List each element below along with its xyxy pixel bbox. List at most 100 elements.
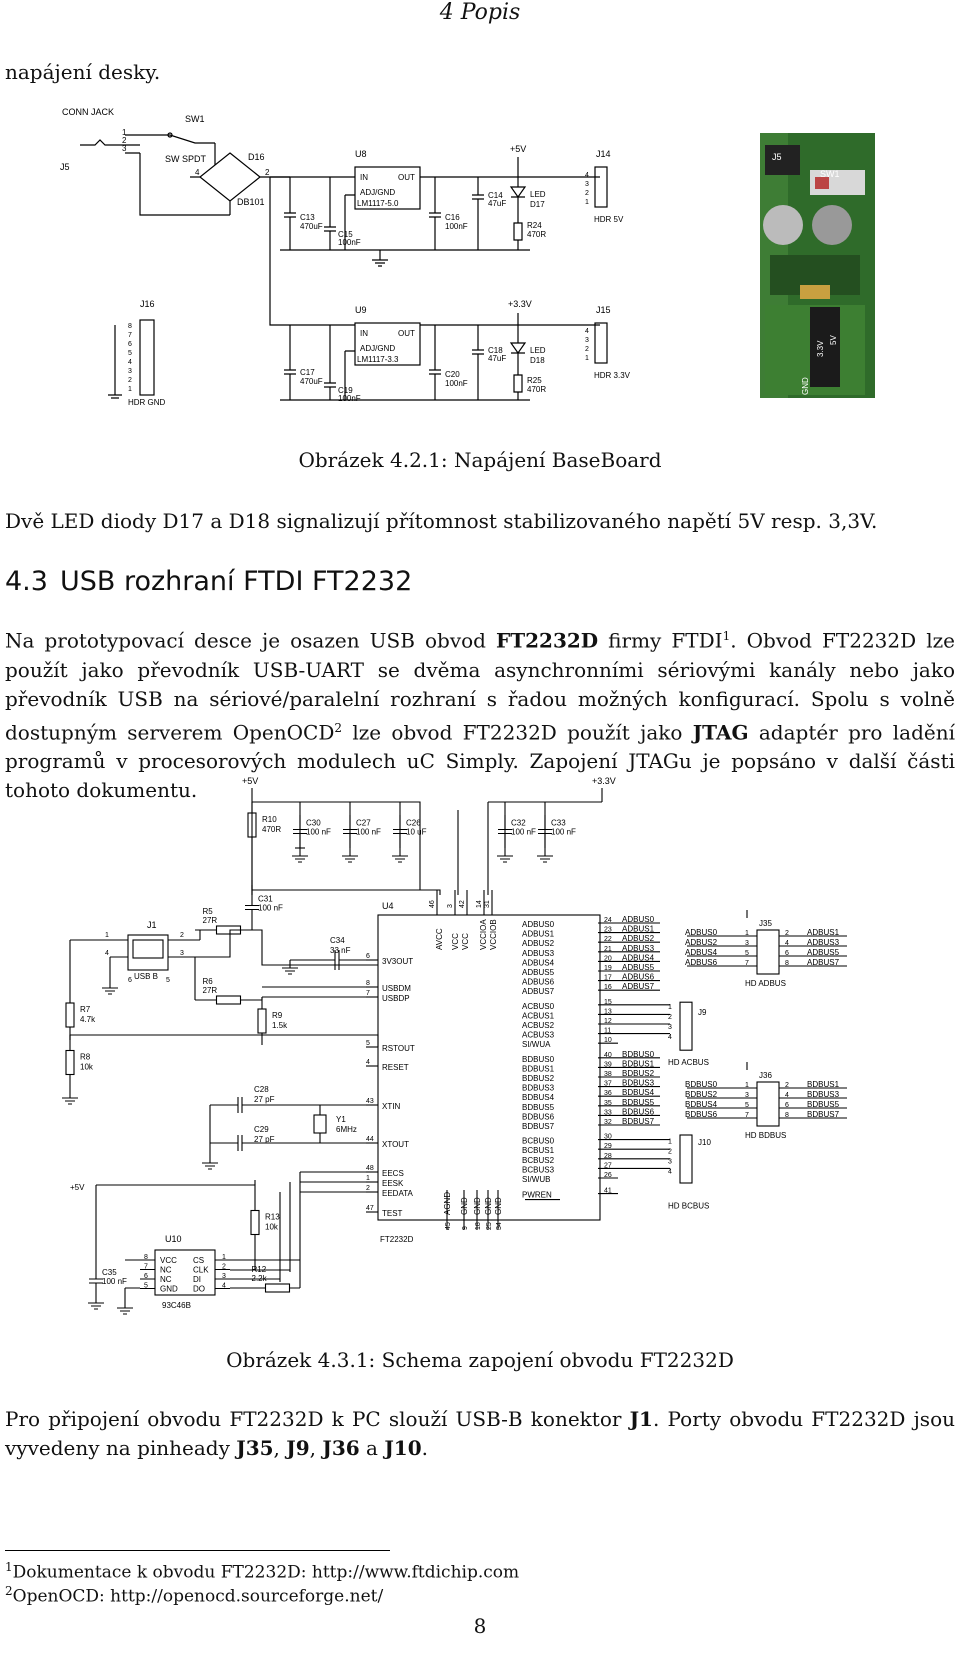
svg-text:C14: C14 xyxy=(488,191,503,200)
c34-value: 33 nF xyxy=(330,946,351,955)
c28-label: C28 xyxy=(254,1085,269,1094)
r10 xyxy=(247,812,257,838)
connector-paragraph: Pro připojení obvodu FT2232D k PC slouží… xyxy=(5,1407,955,1460)
c30-value: 100 nF xyxy=(306,828,331,837)
ft2232-paragraph: Na prototypovací desce je osazen USB obv… xyxy=(5,628,956,803)
u4-left-pin-num: 6 xyxy=(366,953,370,960)
j35-right-net: ADBUS5 xyxy=(807,948,840,957)
led-description: Dvě LED diody D17 a D18 signalizují přít… xyxy=(5,509,878,533)
j35-left-net: ADBUS2 xyxy=(685,938,718,947)
u4-right-pin-num: 39 xyxy=(604,1061,612,1068)
u4-right-pin-name: ACBUS3 xyxy=(522,1031,555,1040)
c26-label: C26 xyxy=(406,819,421,828)
svg-text:47uF: 47uF xyxy=(488,199,506,208)
svg-text:C20: C20 xyxy=(445,370,460,379)
c30-label: C30 xyxy=(306,819,321,828)
agnd-label: AGND xyxy=(443,1192,452,1215)
u4-top-pin: 14 xyxy=(476,900,483,908)
j36-right-pin: 4 xyxy=(785,1092,789,1099)
svg-text:5V: 5V xyxy=(829,335,838,345)
r7 xyxy=(65,1002,75,1028)
u4-left-pin-num: 43 xyxy=(366,1098,374,1105)
j9-pin: 1 xyxy=(668,1004,672,1011)
r7-value: 4.7k xyxy=(80,1015,96,1024)
r8-label: R8 xyxy=(80,1053,91,1062)
baseboard-photo: J5 SW1 GND 3.3V 5V xyxy=(760,133,875,398)
r12 xyxy=(264,1283,291,1293)
c31-value: 100 nF xyxy=(258,904,283,913)
u4-right-pin-num: 32 xyxy=(604,1119,612,1126)
u4-right-pin-num: 24 xyxy=(604,917,612,924)
u4-right-pin-num: 36 xyxy=(604,1090,612,1097)
vcc-label: VCC xyxy=(461,933,470,950)
svg-text:HDR 3.3V: HDR 3.3V xyxy=(594,371,631,380)
u4-left-pin-num: 4 xyxy=(366,1059,370,1066)
plus33v-label: +3.3V xyxy=(592,776,616,786)
caps-3v3: C17 470uF C19 100nF C20 100nF C18 47uF xyxy=(280,325,530,403)
footnote-ref-2[interactable]: 2 xyxy=(334,720,343,735)
svg-text:2: 2 xyxy=(265,168,270,177)
u4-right-pin-name: ACBUS2 xyxy=(522,1021,555,1030)
u4-left-pin-name: 3V3OUT xyxy=(382,957,413,966)
u4-net-label: ADBUS1 xyxy=(622,925,655,934)
r5-value: 27R xyxy=(203,916,218,925)
svg-text:C15: C15 xyxy=(338,230,353,239)
j35-label: J35 xyxy=(759,919,772,928)
u4-right-pin-name: BDBUS1 xyxy=(522,1064,555,1073)
svg-text:+5V: +5V xyxy=(510,144,526,154)
j10-pin: 2 xyxy=(668,1149,672,1156)
svg-text:1: 1 xyxy=(585,355,589,362)
u4-net-label: BDBUS1 xyxy=(622,1059,655,1068)
u9-regulator: U9 IN OUT ADJ/GND LM1117-3.3 xyxy=(344,305,421,400)
r5-label: R5 xyxy=(203,907,214,916)
avcc-label: AVCC xyxy=(435,928,444,950)
u10-right-pin: 1 xyxy=(222,1254,226,1261)
u4-label: U4 xyxy=(382,901,394,911)
u4-net-label: ADBUS7 xyxy=(622,982,655,991)
j35-left-pin: 1 xyxy=(745,930,749,937)
u4-net-label: ADBUS2 xyxy=(622,934,655,943)
j1-pin: 5 xyxy=(166,977,170,984)
u10-left-name: GND xyxy=(160,1285,178,1294)
footnote-1: 1Dokumentace k obvodu FT2232D: http://ww… xyxy=(5,1560,520,1583)
svg-text:+3.3V: +3.3V xyxy=(508,299,532,309)
u4-right-pin-name: PWREN xyxy=(522,1191,552,1200)
y1-crystal xyxy=(313,1114,327,1134)
conn-jack: CONN JACK J5 1 2 3 xyxy=(60,107,140,172)
j9-header xyxy=(679,1001,693,1051)
u4-right-pin-num: 11 xyxy=(604,1028,611,1035)
u4-right-pin-num: 38 xyxy=(604,1071,612,1078)
j1-pin: 6 xyxy=(128,977,132,984)
svg-text:DB101: DB101 xyxy=(237,197,265,207)
u4-right-pin-name: SI/WUB xyxy=(522,1175,550,1184)
r6-label: R6 xyxy=(203,977,214,986)
j35-left-net: ADBUS6 xyxy=(685,958,718,967)
j9-pin: 4 xyxy=(668,1034,672,1041)
svg-text:ADJ/GND: ADJ/GND xyxy=(360,344,395,353)
svg-text:2: 2 xyxy=(585,346,589,353)
u4-top-pin: 31 xyxy=(484,900,491,908)
hd-bcbus-label: HD BCBUS xyxy=(668,1202,709,1211)
svg-text:LED: LED xyxy=(530,346,546,355)
footnote-ref-1[interactable]: 1 xyxy=(722,629,731,643)
j35-left-pin: 5 xyxy=(745,950,749,957)
section-number: 4.3 xyxy=(5,566,48,597)
j35-right-pin: 8 xyxy=(785,960,789,967)
svg-text:5: 5 xyxy=(128,350,132,357)
u4-right-pin-name: ADBUS2 xyxy=(522,939,555,948)
u4-right-pin-num: 17 xyxy=(604,975,612,982)
c32-value: 100 nF xyxy=(511,828,536,837)
j36-left-net: BDBUS2 xyxy=(685,1090,718,1099)
c28-value: 27 pF xyxy=(254,1095,275,1104)
j1-label: J1 xyxy=(147,920,157,930)
u4-net-label: BDBUS7 xyxy=(622,1117,655,1126)
svg-text:1: 1 xyxy=(128,386,132,393)
u4-right-pin-num: 27 xyxy=(604,1162,612,1169)
svg-text:J5: J5 xyxy=(60,162,70,172)
r13-value: 10k xyxy=(265,1223,279,1232)
u4-right-pin-name: BCBUS2 xyxy=(522,1156,555,1165)
svg-text:1: 1 xyxy=(585,199,589,206)
u4-right-pin-name: ADBUS5 xyxy=(522,968,555,977)
svg-text:HDR GND: HDR GND xyxy=(128,398,166,407)
